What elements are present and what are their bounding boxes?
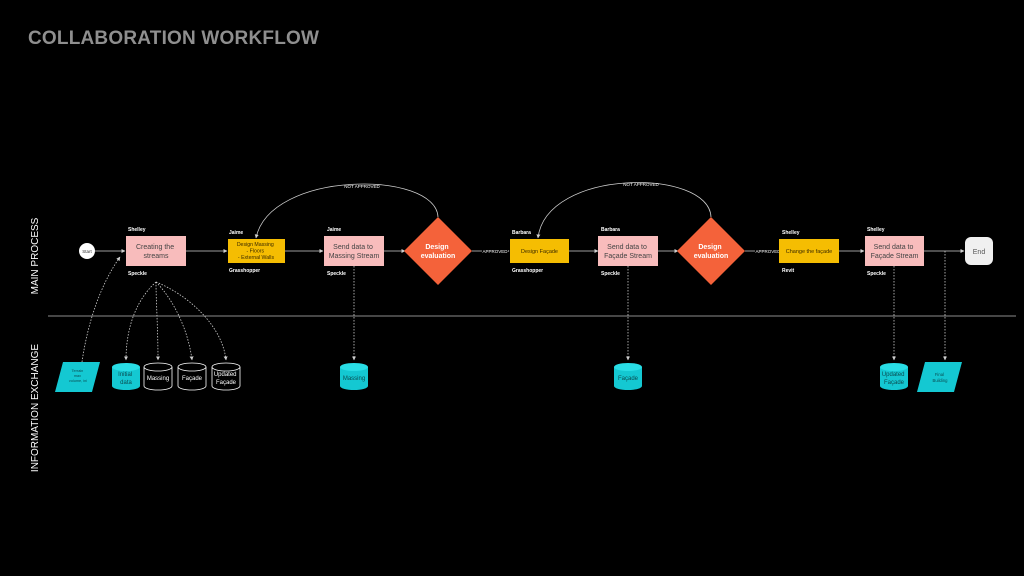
- data-text: volume, ini: [69, 379, 87, 383]
- svg-text:Creating the streams: Creating the streams: [136, 244, 176, 260]
- data-updated-facade-stream[interactable]: Updated Façade: [880, 363, 908, 390]
- svg-text:Send data to Massing Str: Send data to Massing Stream: [329, 244, 380, 260]
- owner-shelley: Shelley: [128, 227, 146, 233]
- edge-not-approved-1: [254, 183, 439, 239]
- node-design-massing[interactable]: Jaime Design Massing - Floors - External…: [228, 230, 285, 274]
- tool-grasshopper: Grasshopper: [512, 268, 543, 274]
- svg-text:Final Building: Final Building: [933, 372, 949, 383]
- data-text: Updated: [214, 372, 237, 378]
- data-text: Façade: [884, 380, 905, 386]
- svg-text:Design evaluation: Design evaluation: [694, 244, 729, 260]
- lane-label-main: MAIN PROCESS: [30, 217, 41, 294]
- node-creating-streams[interactable]: Shelley Creating the streams Speckle: [126, 227, 186, 277]
- svg-text:Initial data: Initial data: [118, 372, 134, 386]
- data-text: Terrain: [72, 369, 84, 373]
- lane-label-info: INFORMATION EXCHANGE: [30, 344, 41, 472]
- node-design-evaluation-2[interactable]: Design evaluation: [677, 217, 745, 285]
- data-text: Updated: [882, 372, 905, 378]
- node-change-facade[interactable]: Shelley Change the façade Revit: [779, 230, 839, 274]
- node-text: Façade Stream: [604, 253, 652, 260]
- label-not-approved-1: NOT APPROVED: [344, 184, 380, 189]
- node-text: Send data to: [607, 244, 647, 251]
- data-facade-stream[interactable]: Façade: [614, 363, 642, 390]
- svg-text:Send data to Façade Stre: Send data to Façade Stream: [871, 244, 919, 260]
- data-text: Façade: [216, 380, 237, 386]
- data-text: Façade: [182, 376, 203, 382]
- node-text: Design: [425, 244, 448, 251]
- owner-shelley: Shelley: [782, 230, 800, 236]
- svg-text:Design Massing - Floors: Design Massing - Floors - External Walls: [237, 242, 275, 261]
- owner-jaime: Jaime: [229, 230, 243, 236]
- end-node[interactable]: End: [965, 237, 993, 265]
- svg-text:Updated Façade: Updated Façade: [882, 372, 906, 386]
- node-send-facade[interactable]: Barbara Send data to Façade Stream Speck…: [598, 227, 658, 277]
- data-text: Building: [933, 378, 949, 383]
- node-text: evaluation: [694, 253, 729, 260]
- node-text: Change the façade: [786, 249, 832, 255]
- end-label: End: [973, 249, 986, 256]
- label-not-approved-2: NOT APPROVED: [623, 182, 659, 187]
- node-text: - Floors: [246, 249, 264, 255]
- node-text: Massing Stream: [329, 253, 380, 260]
- tool-speckle: Speckle: [601, 271, 620, 277]
- data-text: max: [74, 374, 81, 378]
- tool-speckle: Speckle: [327, 271, 346, 277]
- node-send-facade-2[interactable]: Shelley Send data to Façade Stream Speck…: [865, 227, 924, 277]
- data-text: Initial: [118, 372, 132, 378]
- data-updated-facade[interactable]: Updated Façade: [211, 362, 241, 391]
- node-text: Design Massing: [237, 242, 274, 248]
- tool-revit: Revit: [782, 268, 795, 274]
- node-text: Send data to: [333, 244, 373, 251]
- svg-text:Send data to Façade Stre: Send data to Façade Stream: [604, 244, 652, 260]
- svg-text:Terrain max volume: Terrain max volume, ini: [69, 369, 87, 383]
- start-label: Start: [82, 249, 92, 254]
- data-massing[interactable]: Massing: [143, 362, 173, 391]
- tool-speckle: Speckle: [128, 271, 147, 277]
- page-title: COLLABORATION WORKFLOW: [28, 28, 320, 49]
- node-text: - External Walls: [238, 255, 275, 261]
- edge-creating-initial: [124, 281, 157, 361]
- data-facade[interactable]: Façade: [177, 362, 207, 391]
- edge-creating-massing: [155, 281, 160, 361]
- data-text: Massing: [343, 376, 365, 382]
- data-terrain[interactable]: Terrain max volume, ini: [55, 362, 100, 392]
- edge-not-approved-2: [536, 182, 712, 239]
- svg-text:Updated Façade: Updated Façade: [214, 372, 238, 386]
- node-text: Design Façade: [521, 249, 558, 255]
- node-text: Design: [698, 244, 721, 251]
- node-text: Creating the: [136, 244, 174, 251]
- node-design-evaluation-1[interactable]: Design evaluation: [404, 217, 472, 285]
- edge-creating-facade: [155, 281, 194, 361]
- owner-barbara: Barbara: [601, 227, 620, 233]
- edge-creating-updated: [155, 281, 228, 361]
- data-text: Final: [935, 372, 944, 377]
- data-text: Façade: [618, 376, 639, 382]
- data-connectors: [81, 251, 947, 363]
- label-approved-1: APPROVED: [482, 249, 508, 254]
- node-text: streams: [144, 253, 169, 260]
- data-initial[interactable]: Initial data: [112, 363, 140, 390]
- label-approved-2: APPROVED: [755, 249, 781, 254]
- node-text: Façade Stream: [871, 253, 919, 260]
- tool-grasshopper: Grasshopper: [229, 268, 260, 274]
- node-text: Send data to: [874, 244, 914, 251]
- data-text: Massing: [147, 376, 169, 382]
- tool-speckle: Speckle: [867, 271, 886, 277]
- owner-barbara: Barbara: [512, 230, 531, 236]
- data-text: data: [120, 380, 132, 386]
- node-send-massing[interactable]: Jaime Send data to Massing Stream Speckl…: [324, 227, 384, 277]
- owner-shelley: Shelley: [867, 227, 885, 233]
- start-node[interactable]: Start: [79, 243, 95, 259]
- edge-terrain-creating: [81, 256, 121, 363]
- data-final-building[interactable]: Final Building: [917, 362, 962, 392]
- svg-text:Design evaluation: Design evaluation: [421, 244, 456, 260]
- node-text: evaluation: [421, 253, 456, 260]
- owner-jaime: Jaime: [327, 227, 341, 233]
- data-massing-stream[interactable]: Massing: [340, 363, 368, 390]
- node-design-facade[interactable]: Barbara Design Façade Grasshopper: [510, 230, 569, 274]
